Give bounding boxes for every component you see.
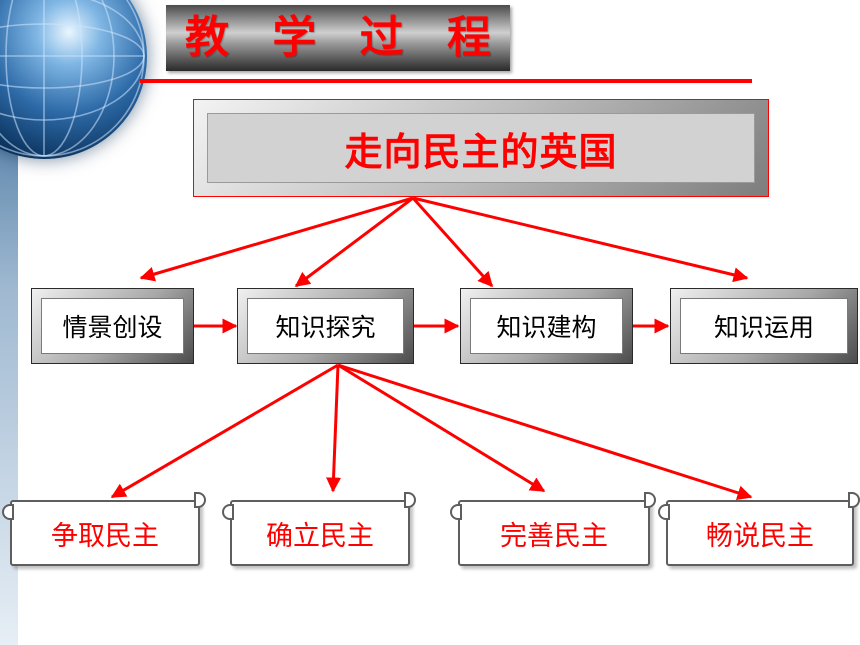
sub-topic-label: 争取民主 (51, 520, 159, 552)
main-topic-box: 走向民主的英国 (193, 99, 769, 197)
sub-topic-label: 畅说民主 (706, 520, 814, 552)
sub-topic-scroll-2: 确立民主 (220, 492, 416, 574)
page-title: 教 学 过 程 (185, 12, 505, 63)
arrow-step-2-to-sub-2 (326, 364, 342, 493)
arrow-main-to-step-1 (139, 196, 414, 282)
sub-topic-label: 确立民主 (266, 520, 374, 552)
process-step-1: 情景创设 (31, 288, 194, 364)
sub-topic-scroll-3: 完善民主 (448, 492, 656, 574)
scroll-curl (194, 492, 206, 508)
title-banner (166, 5, 510, 71)
process-step-3: 知识建构 (460, 288, 633, 364)
globe-icon (0, 0, 147, 159)
arrow-step-2-to-sub-3 (337, 363, 546, 493)
arrow-main-to-step-2 (294, 196, 414, 288)
scroll-curl (2, 504, 14, 520)
arrow-main-to-step-4 (412, 196, 749, 283)
main-topic-label: 走向民主的英国 (344, 129, 618, 174)
process-step-label: 情景创设 (62, 313, 163, 342)
scroll-curl (658, 504, 670, 520)
process-step-label: 知识建构 (496, 313, 597, 342)
scroll-curl (450, 504, 462, 520)
scroll-curl (404, 492, 416, 508)
sub-topic-scroll-1: 争取民主 (0, 492, 206, 574)
process-step-4: 知识运用 (670, 288, 858, 364)
process-step-2: 知识探究 (237, 288, 414, 364)
title-underline (140, 79, 752, 83)
scroll-curl (222, 504, 234, 520)
left-decorative-band (0, 0, 18, 645)
sub-topic-scroll-4: 畅说民主 (656, 492, 860, 574)
arrow-step-2-to-sub-1 (110, 363, 339, 499)
scroll-curl (848, 492, 860, 508)
arrow-main-to-step-3 (411, 196, 494, 288)
arrow-step-2-to-sub-4 (337, 363, 753, 501)
sub-topic-label: 完善民主 (500, 520, 608, 552)
process-step-label: 知识探究 (275, 313, 376, 342)
scroll-curl (644, 492, 656, 508)
process-step-label: 知识运用 (713, 313, 814, 342)
